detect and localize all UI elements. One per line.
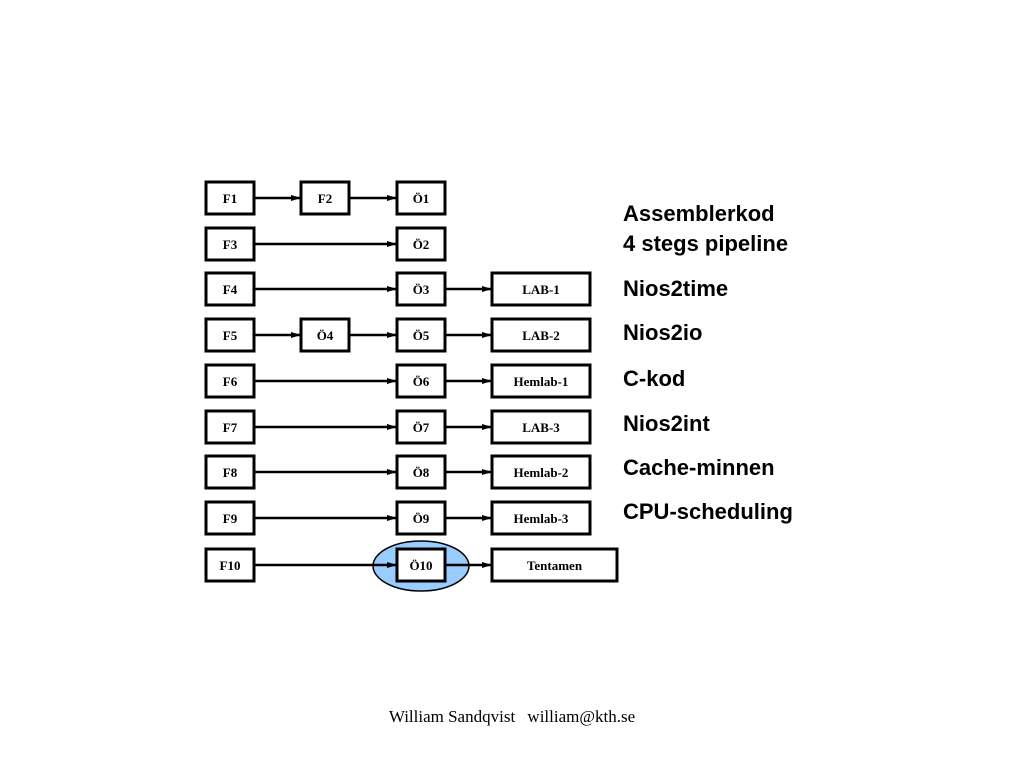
node-o7: Ö7 (395, 409, 447, 445)
footer: William Sandqvist william@kth.se (0, 707, 1024, 727)
node-label: Ö4 (317, 328, 334, 343)
node-label: Ö10 (409, 558, 432, 573)
node-h1: Hemlab-1 (490, 363, 592, 399)
node-f9: F9 (204, 500, 256, 536)
node-h3: Hemlab-3 (490, 500, 592, 536)
node-box (204, 409, 256, 445)
topic-assemblerkod: Assemblerkod (623, 201, 775, 226)
node-label: LAB-3 (522, 420, 560, 435)
node-label: F2 (318, 191, 332, 206)
node-box (490, 500, 592, 536)
node-label: Ö8 (413, 465, 430, 480)
node-box (395, 547, 447, 583)
node-f5: F5 (204, 317, 256, 353)
footer-author: William Sandqvist (388, 707, 516, 726)
node-box (395, 317, 447, 353)
node-label: Hemlab-1 (514, 374, 569, 389)
node-box (395, 363, 447, 399)
node-label: Tentamen (527, 558, 583, 573)
node-box (395, 180, 447, 216)
node-o9: Ö9 (395, 500, 447, 536)
node-o6: Ö6 (395, 363, 447, 399)
node-box (204, 454, 256, 490)
node-label: Ö7 (413, 420, 430, 435)
node-label: Ö9 (413, 511, 430, 526)
node-box (490, 271, 592, 307)
node-box (395, 454, 447, 490)
node-box (395, 226, 447, 262)
node-o8: Ö8 (395, 454, 447, 490)
node-label: F4 (223, 282, 238, 297)
node-label: F7 (223, 420, 238, 435)
node-label: Ö2 (413, 237, 430, 252)
node-label: Hemlab-3 (514, 511, 569, 526)
node-box (204, 317, 256, 353)
node-label: F3 (223, 237, 238, 252)
node-box (490, 317, 592, 353)
node-l2: LAB-2 (490, 317, 592, 353)
node-label: Hemlab-2 (514, 465, 569, 480)
node-label: F8 (223, 465, 238, 480)
topic-c-kod: C-kod (623, 366, 686, 391)
topic-nios2time: Nios2time (623, 276, 729, 301)
node-f7: F7 (204, 409, 256, 445)
node-label: Ö5 (413, 328, 430, 343)
topic-nios2int: Nios2int (623, 411, 710, 436)
node-box (490, 409, 592, 445)
node-label: F9 (223, 511, 238, 526)
node-box (204, 226, 256, 262)
topic-pipeline: 4 stegs pipeline (623, 231, 789, 256)
node-box (204, 363, 256, 399)
node-box (490, 363, 592, 399)
node-f1: F1 (204, 180, 256, 216)
node-box (490, 454, 592, 490)
node-box (204, 547, 256, 583)
node-label: F6 (223, 374, 238, 389)
node-f3: F3 (204, 226, 256, 262)
node-h2: Hemlab-2 (490, 454, 592, 490)
node-o5: Ö5 (395, 317, 447, 353)
node-label: Ö6 (413, 374, 430, 389)
node-box (204, 271, 256, 307)
node-label: Ö1 (413, 191, 430, 206)
node-o1: Ö1 (395, 180, 447, 216)
node-box (395, 271, 447, 307)
footer-email: william@kth.se (527, 707, 636, 726)
connectors (254, 195, 492, 568)
node-box (395, 409, 447, 445)
node-label: F10 (220, 558, 241, 573)
node-o10: Ö10 (395, 547, 447, 583)
node-label: LAB-2 (522, 328, 560, 343)
node-label: F1 (223, 191, 237, 206)
node-label: F5 (223, 328, 238, 343)
topic-cache-minnen: Cache-minnen (623, 455, 775, 480)
node-box (299, 317, 351, 353)
node-box (395, 500, 447, 536)
node-f2: F2 (299, 180, 351, 216)
node-l3: LAB-3 (490, 409, 592, 445)
node-f10: F10 (204, 547, 256, 583)
node-f6: F6 (204, 363, 256, 399)
node-o2: Ö2 (395, 226, 447, 262)
node-f8: F8 (204, 454, 256, 490)
node-label: Ö3 (413, 282, 430, 297)
node-t: Tentamen (490, 547, 619, 583)
node-o4: Ö4 (299, 317, 351, 353)
node-box (204, 180, 256, 216)
node-box (299, 180, 351, 216)
node-o3: Ö3 (395, 271, 447, 307)
node-box (204, 500, 256, 536)
node-label: LAB-1 (522, 282, 560, 297)
node-box (490, 547, 619, 583)
node-l1: LAB-1 (490, 271, 592, 307)
topic-nios2io: Nios2io (623, 320, 703, 345)
node-f4: F4 (204, 271, 256, 307)
topic-cpu-scheduling: CPU-scheduling (623, 499, 793, 524)
